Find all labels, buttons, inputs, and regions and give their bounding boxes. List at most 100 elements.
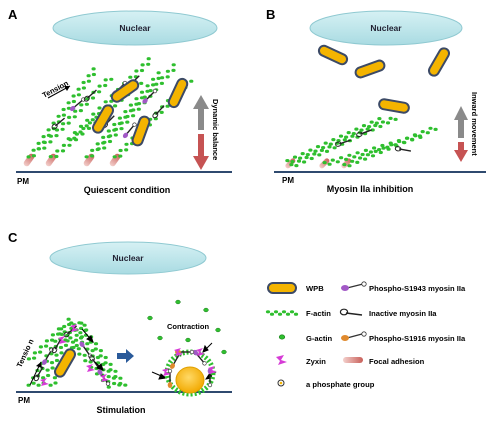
- f-actin-bead: [327, 162, 332, 166]
- f-actin-bead: [113, 133, 118, 137]
- f-actin-bead: [352, 155, 357, 159]
- f-actin-bead: [360, 152, 365, 157]
- f-actin-bead: [368, 150, 373, 154]
- f-actin-bead: [60, 149, 66, 153]
- f-actin-bead: [46, 128, 51, 132]
- f-actin-bead: [355, 151, 360, 155]
- f-actin-bead: [154, 82, 159, 86]
- f-actin-bead: [103, 361, 108, 365]
- focal-adhesion-icon: [343, 357, 363, 363]
- f-actin-bead: [370, 128, 375, 132]
- f-actin-bead: [95, 142, 100, 146]
- dynamic-balance-arrows: [193, 95, 209, 170]
- f-actin-bead: [98, 349, 103, 353]
- f-actin-bead: [50, 366, 55, 370]
- f-actin-bead: [103, 100, 108, 104]
- f-actin-bead: [290, 160, 295, 164]
- f-actin-bead: [59, 332, 64, 336]
- f-actin-bead: [86, 126, 92, 130]
- f-actin-bead: [76, 87, 81, 91]
- f-actin-bead: [48, 140, 53, 144]
- f-actin-bead: [393, 117, 398, 121]
- f-actin-bead: [69, 321, 74, 325]
- f-actin-bead: [425, 131, 430, 135]
- f-actin-bead: [385, 121, 391, 125]
- phospho-s1916-myosin-icon: [341, 331, 367, 341]
- f-actin-bead: [313, 149, 318, 153]
- phosphate-group-icon: [277, 379, 285, 387]
- f-actin-bead: [412, 133, 417, 137]
- panel-c-letter: C: [8, 230, 18, 245]
- f-actin-bead: [380, 120, 385, 124]
- f-actin-bead: [156, 76, 161, 80]
- caption-a: Quiescent condition: [84, 185, 171, 195]
- zyxin-icon: [276, 355, 287, 365]
- f-actin-bead: [404, 136, 410, 140]
- f-actin-bead: [54, 154, 59, 159]
- f-actin-bead: [388, 116, 393, 120]
- legend-label-focal-adhesion: Focal adhesion: [369, 357, 425, 366]
- f-actin-bead: [84, 328, 89, 332]
- f-actin-bead: [72, 131, 77, 135]
- f-actin-bead: [369, 120, 374, 124]
- f-actin-bead: [397, 139, 402, 144]
- f-actin-bead: [38, 345, 44, 349]
- f-actin-bead: [31, 356, 37, 360]
- f-actin-bead: [293, 312, 299, 316]
- f-actin-bead: [86, 74, 91, 78]
- f-actin-bead: [305, 153, 310, 157]
- legend-label-phosphate: a phosphate group: [306, 380, 375, 389]
- f-actin-bead: [66, 137, 71, 141]
- f-actin-icon: [265, 310, 299, 316]
- f-actin-bead: [85, 118, 90, 122]
- f-actin-bead: [66, 121, 71, 125]
- nucleus-a: [52, 10, 218, 46]
- tension-label-c: Tensio n: [15, 337, 36, 369]
- f-actin-bead: [54, 358, 60, 363]
- f-actin-bead: [108, 368, 113, 372]
- f-actin-bead: [428, 126, 433, 130]
- f-actin-bead: [165, 75, 170, 79]
- f-actin-bead: [373, 123, 378, 128]
- f-actin-bead: [344, 157, 349, 161]
- zyxin: [174, 348, 183, 356]
- f-actin-bead: [91, 112, 96, 116]
- dynamic-balance-label: Dynamic balance: [211, 99, 220, 160]
- f-actin-bead: [103, 78, 108, 82]
- f-actin-bead: [365, 153, 370, 157]
- f-actin-bead: [71, 94, 76, 98]
- nucleus-c: [49, 241, 207, 275]
- f-actin-bead: [124, 142, 129, 146]
- f-actin-bead: [269, 312, 275, 316]
- f-actin-bead: [285, 159, 290, 163]
- f-actin-bead: [44, 344, 49, 348]
- f-actin-bead: [309, 156, 314, 161]
- f-actin-bead: [324, 149, 330, 153]
- f-actin-bead: [285, 312, 291, 316]
- zyxin: [40, 378, 49, 386]
- f-actin-bead: [139, 81, 144, 85]
- f-actin-bead: [350, 159, 355, 163]
- f-actin-bead: [317, 153, 322, 157]
- panel-c: C Nuclear PM Stimulation Tensio n: [8, 230, 232, 415]
- f-actin-bead: [118, 376, 123, 380]
- f-actin-bead: [289, 310, 295, 314]
- f-actin-bead: [125, 114, 130, 119]
- f-actin-bead: [91, 72, 96, 77]
- f-actin-bead: [106, 129, 111, 133]
- legend-label-inactive-myosin: Inactive myosin IIa: [369, 309, 437, 318]
- myosin-iia: [33, 366, 44, 382]
- f-actin-bead: [119, 121, 124, 125]
- f-actin-bead: [74, 333, 79, 337]
- f-actin-bead: [76, 347, 81, 351]
- pm-label-b: PM: [282, 176, 294, 185]
- f-actin-bead: [74, 338, 79, 342]
- f-actin-bead: [118, 381, 123, 386]
- myosin-iia: [51, 117, 66, 130]
- f-actin-bead: [26, 155, 31, 159]
- f-actin-bead: [354, 127, 359, 131]
- inward-movement-label: Inward movement: [470, 92, 479, 156]
- f-actin-bead: [296, 159, 302, 163]
- f-actin-bead: [350, 134, 355, 138]
